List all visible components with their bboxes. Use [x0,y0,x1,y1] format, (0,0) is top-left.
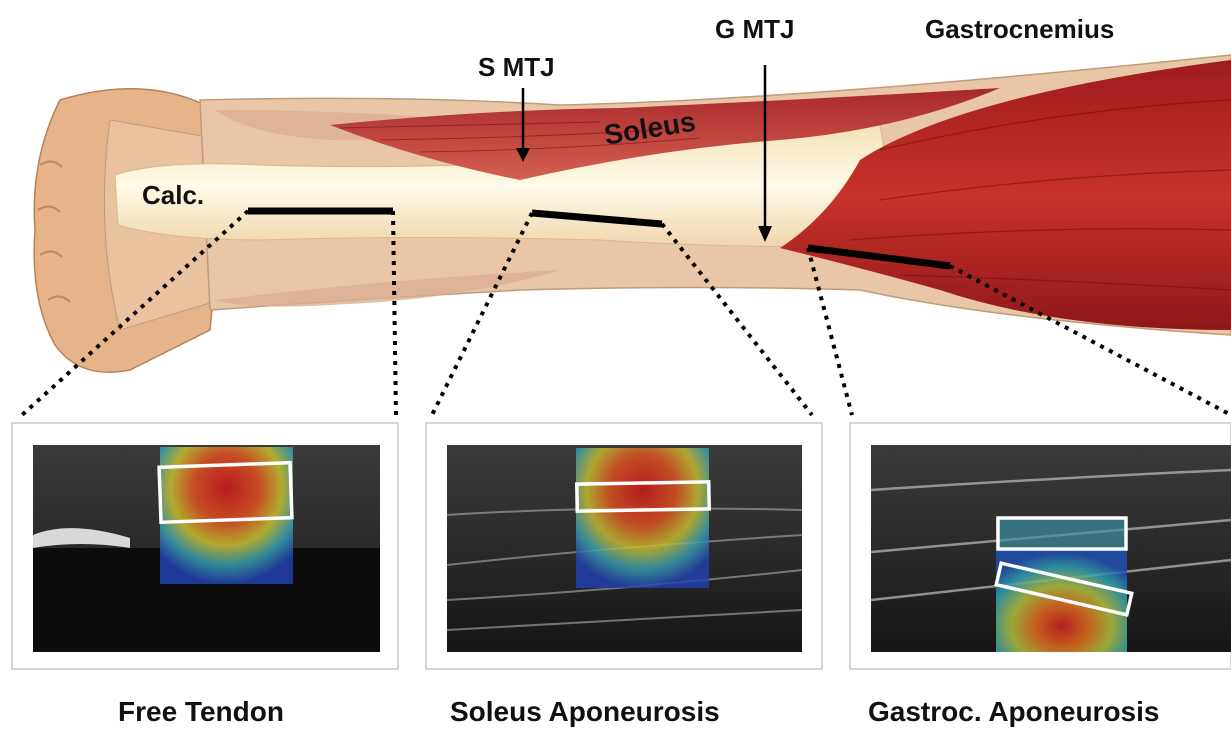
g-mtj-label: G MTJ [715,14,794,45]
calc-label: Calc. [142,180,204,211]
heatmap [576,448,709,588]
gastrocnemius-label: Gastrocnemius [925,14,1114,45]
ultrasound-panel-free-tendon [12,423,398,669]
caption-free-tendon: Free Tendon [118,696,284,728]
s-mtj-label: S MTJ [478,52,555,83]
leg-illustration [34,55,1231,372]
caption-soleus-aponeurosis: Soleus Aponeurosis [450,696,720,728]
caption-gastroc-aponeurosis: Gastroc. Aponeurosis [868,696,1159,728]
ultrasound-panel-soleus-aponeurosis [426,423,822,669]
ultrasound-panel-gastroc-aponeurosis [850,423,1231,669]
